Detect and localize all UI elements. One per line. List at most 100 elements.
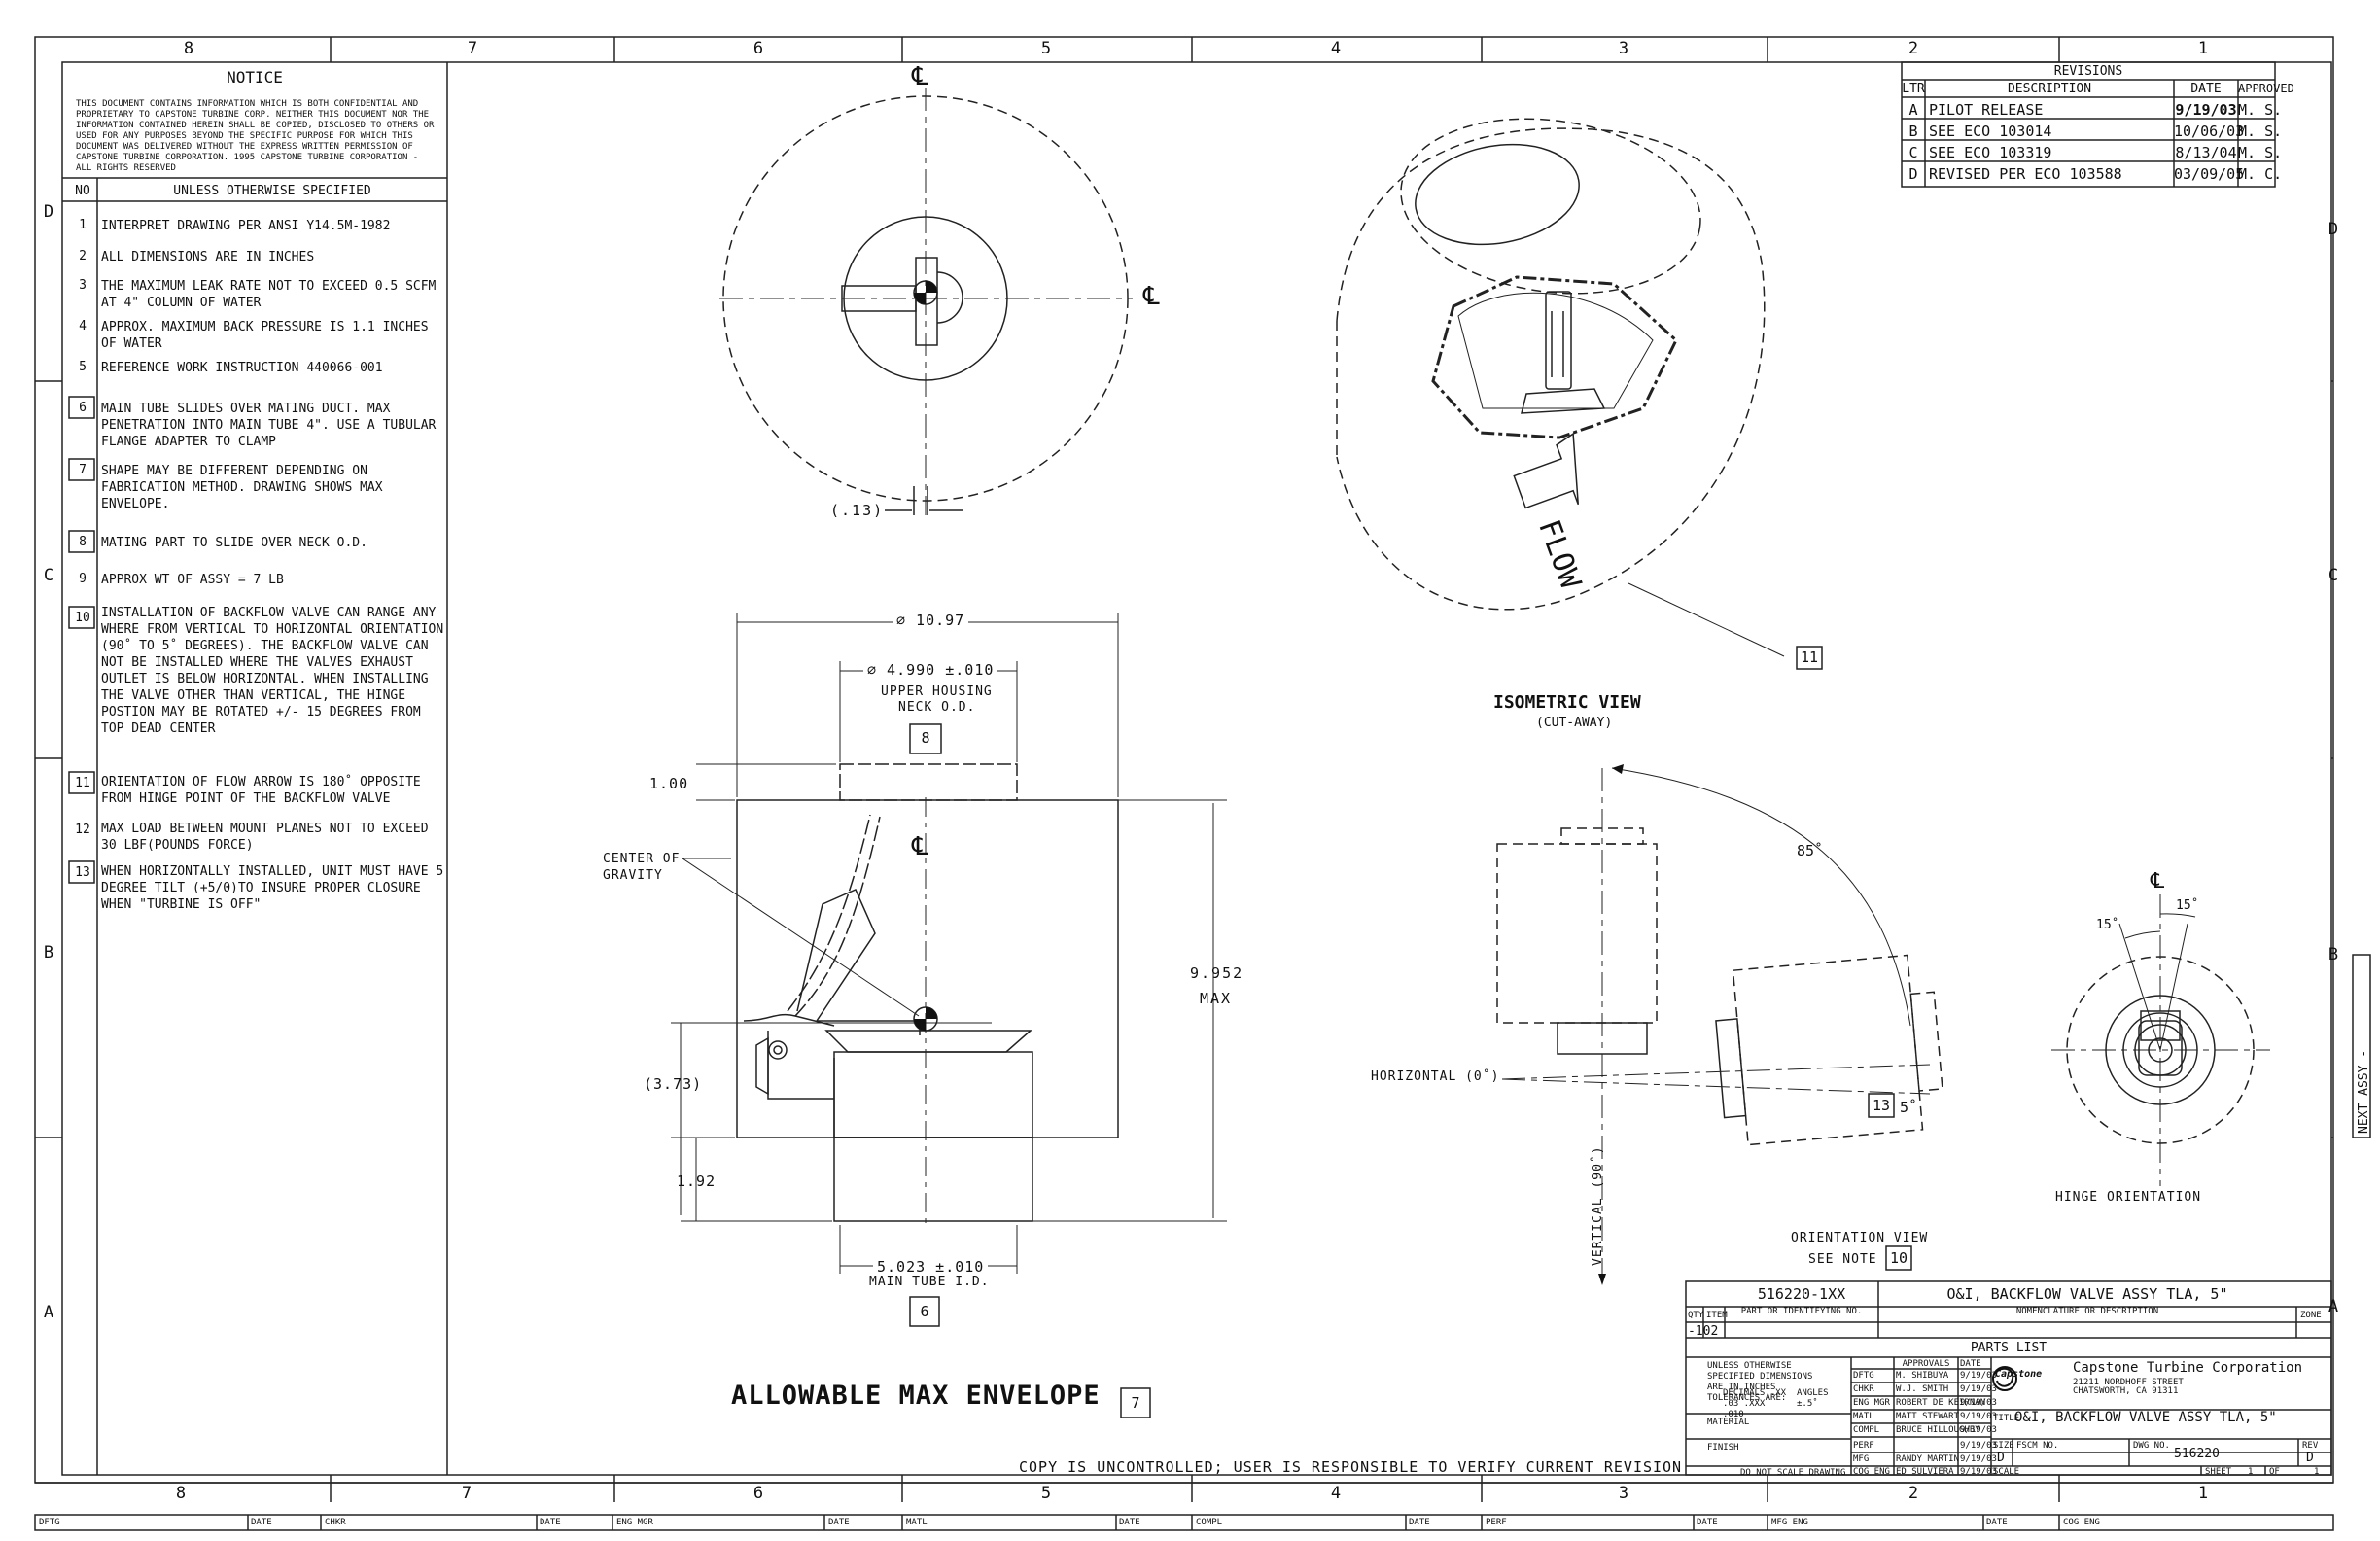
horizontal-label: HORIZONTAL (0˚)	[1371, 1069, 1500, 1084]
zone-row-a-right: A	[2328, 1297, 2339, 1316]
zone-col-2-bottom: 2	[1908, 1484, 1919, 1503]
tb-do-not-scale: DO NOT SCALE DRAWING	[1740, 1468, 1846, 1478]
note-text: ALL DIMENSIONS ARE IN INCHES	[101, 250, 315, 264]
tb-rev-label: REV	[2302, 1441, 2319, 1451]
footer-compl: COMPL	[1196, 1518, 1223, 1527]
tb-part-number: 516220-1XX	[1757, 1285, 1846, 1303]
note-number: 11	[75, 776, 90, 790]
tb-approver-role: COMPL	[1853, 1425, 1880, 1435]
footer-matl: MATL	[906, 1518, 928, 1527]
dim-1-00: 1.00	[649, 775, 689, 792]
tb-approver-role: MFG	[1853, 1454, 1870, 1464]
footer-mfg-eng: MFG ENG	[1771, 1518, 1808, 1527]
tb-company: Capstone Turbine Corporation	[2073, 1360, 2303, 1376]
rev-approved: M. S.	[2238, 144, 2283, 161]
rev-approved: M. S.	[2238, 123, 2283, 140]
angle-5: 5˚	[1900, 1099, 1918, 1116]
angle-15-left: 15˚	[2096, 918, 2119, 932]
note-text: WHEN HORIZONTALLY INSTALLED, UNIT MUST H…	[101, 864, 444, 912]
balloon-6: 6	[920, 1303, 929, 1320]
footer-date: DATE	[1119, 1518, 1140, 1527]
envelope-title: ALLOWABLE MAX ENVELOPE	[731, 1381, 1101, 1411]
tb-approver-date: 9/19/03	[1960, 1371, 1997, 1381]
rev-description: SEE ECO 103319	[1929, 144, 2052, 161]
tb-size: D	[1997, 1451, 2005, 1465]
tb-approver-name: ED SULVIERA	[1896, 1467, 1954, 1477]
zone-col-1-bottom: 1	[2197, 1484, 2209, 1503]
rev-ltr: B	[1908, 123, 1918, 140]
balloon-13: 13	[1872, 1097, 1891, 1114]
footer-date: DATE	[1697, 1518, 1718, 1527]
tb-approver-date: 9/19/03	[1960, 1441, 1997, 1451]
tb-approver-name: W.J. SMITH	[1896, 1384, 1949, 1394]
rev-ltr: A	[1908, 101, 1918, 119]
neck-label-2: NECK O.D.	[898, 700, 976, 715]
note-text: MAIN TUBE SLIDES OVER MATING DUCT. MAX P…	[101, 402, 437, 449]
rev-description: REVISED PER ECO 103588	[1929, 165, 2122, 183]
tb-part-header: PART OR IDENTIFYING NO.	[1740, 1307, 1863, 1316]
dim-height: 9.952	[1190, 964, 1244, 982]
footer-date: DATE	[1986, 1518, 2008, 1527]
tb-approver-name: RANDY MARTIN	[1896, 1454, 1960, 1464]
rev-description: SEE ECO 103014	[1929, 123, 2052, 140]
tb-tolerances: UNLESS OTHERWISE SPECIFIED DIMENSIONS AR…	[1707, 1361, 1813, 1403]
rev-date: 03/09/05	[2174, 165, 2245, 183]
rev-approved: M. S.	[2238, 101, 2283, 119]
note-number: 12	[75, 823, 90, 837]
copy-note: COPY IS UNCONTROLLED; USER IS RESPONSIBL…	[1019, 1458, 1683, 1476]
tb-sheet: 1	[2248, 1467, 2254, 1477]
balloon-7: 7	[1131, 1394, 1140, 1412]
note-text: INTERPRET DRAWING PER ANSI Y14.5M-1982	[101, 219, 391, 233]
tb-nomenclature: O&I, BACKFLOW VALVE ASSY TLA, 5"	[1946, 1285, 2228, 1303]
rev-ltr: D	[1908, 165, 1918, 183]
zone-row-c: C	[43, 566, 54, 585]
zone-row-d-right: D	[2328, 220, 2339, 239]
hinge-orientation-label: HINGE ORIENTATION	[2055, 1190, 2202, 1205]
zone-col-5-bottom: 5	[1040, 1484, 1052, 1503]
tb-title: O&I, BACKFLOW VALVE ASSY TLA, 5"	[2014, 1410, 2277, 1425]
zone-col-7: 7	[467, 39, 478, 58]
balloon-11: 11	[1800, 648, 1819, 666]
tb-approver-date: 9/19/03	[1960, 1454, 1997, 1464]
footer-eng-mgr: ENG MGR	[616, 1518, 653, 1527]
tube-label: MAIN TUBE I.D.	[869, 1275, 990, 1289]
centerline-symbol-right: ℄	[1143, 282, 1160, 311]
zone-col-3-bottom: 3	[1618, 1484, 1629, 1503]
tb-approver-role: COG ENG	[1853, 1467, 1890, 1477]
note-text: THE MAXIMUM LEAK RATE NOT TO EXCEED 0.5 …	[101, 279, 437, 310]
balloon-8: 8	[921, 729, 930, 747]
iso-view-title: ISOMETRIC VIEW	[1493, 692, 1641, 713]
tb-scale-label: SCALE	[1993, 1467, 2020, 1477]
rev-date: 9/19/03	[2175, 101, 2237, 119]
dim-1-92: 1.92	[677, 1173, 717, 1190]
dim-tube-diameter: 5.023 ±.010	[873, 1258, 989, 1276]
tb-tolerance-angles: ANGLES ±.5˚	[1797, 1388, 1829, 1409]
tb-title-label: TITLE	[1993, 1414, 2020, 1423]
orientation-label-2: SEE NOTE	[1808, 1252, 1877, 1267]
tb-dash-number: -102	[1688, 1324, 1719, 1339]
zone-col-6: 6	[752, 39, 764, 58]
note-text: REFERENCE WORK INSTRUCTION 440066-001	[101, 361, 383, 375]
top-view-dim: (.13)	[830, 502, 885, 519]
tb-sheet-label: SHEET	[2205, 1467, 2232, 1477]
footer-perf: PERF	[1486, 1518, 1507, 1527]
tb-of-label: OF	[2269, 1467, 2280, 1477]
dim-outer-diameter: ∅ 10.97	[892, 612, 969, 629]
rev-date: 10/06/03	[2174, 123, 2245, 140]
note-number: 3	[79, 278, 87, 293]
rev-header-ltr: LTR	[1902, 82, 1925, 96]
rev-header-date: DATE	[2190, 82, 2222, 96]
tb-approvals-header: APPROVALS	[1902, 1359, 1950, 1369]
zone-col-6-bottom: 6	[752, 1484, 764, 1503]
tb-approver-role: DFTG	[1853, 1371, 1874, 1381]
tb-address-2: CHATSWORTH, CA 91311	[2073, 1386, 2179, 1396]
rev-ltr: C	[1908, 144, 1918, 161]
rev-approved: M. C.	[2238, 165, 2283, 183]
tb-qty-header: QTY	[1688, 1311, 1704, 1320]
rev-header-approved: APPROVED	[2238, 82, 2294, 95]
tb-approver-date: 9/19/03	[1960, 1412, 1997, 1421]
note-text: APPROX. MAXIMUM BACK PRESSURE IS 1.1 INC…	[101, 320, 429, 351]
tb-tolerance-decimals: DECIMALS .XX .03 .XXX .010	[1723, 1388, 1787, 1419]
tb-of: 1	[2314, 1467, 2320, 1477]
tb-approver-name: BRUCE HILLOUGHBY	[1896, 1425, 1980, 1435]
